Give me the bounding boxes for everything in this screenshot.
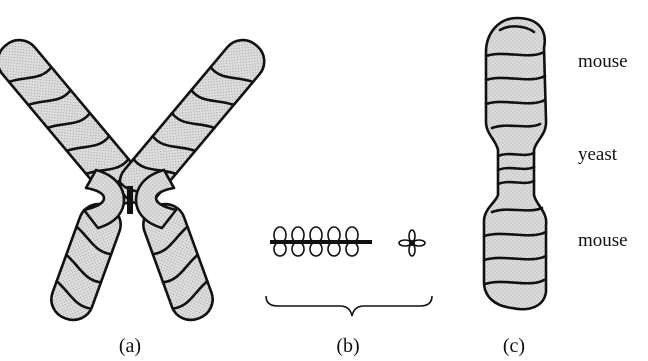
label-mouse-top: mouse xyxy=(578,51,628,72)
panel-label-b: (b) xyxy=(336,335,359,357)
hybrid-chromosome xyxy=(484,18,546,309)
label-mouse-bottom: mouse xyxy=(578,230,628,251)
mitotic-chromosome xyxy=(0,32,272,326)
chromatid-arm-upper-right xyxy=(112,32,273,212)
bracket xyxy=(266,296,432,316)
panel-label-a: (a) xyxy=(119,335,141,357)
label-yeast: yeast xyxy=(578,144,618,165)
loop-cross-section xyxy=(399,230,425,256)
dna-loop-diagram xyxy=(266,227,432,316)
panel-label-c: (c) xyxy=(503,335,525,357)
